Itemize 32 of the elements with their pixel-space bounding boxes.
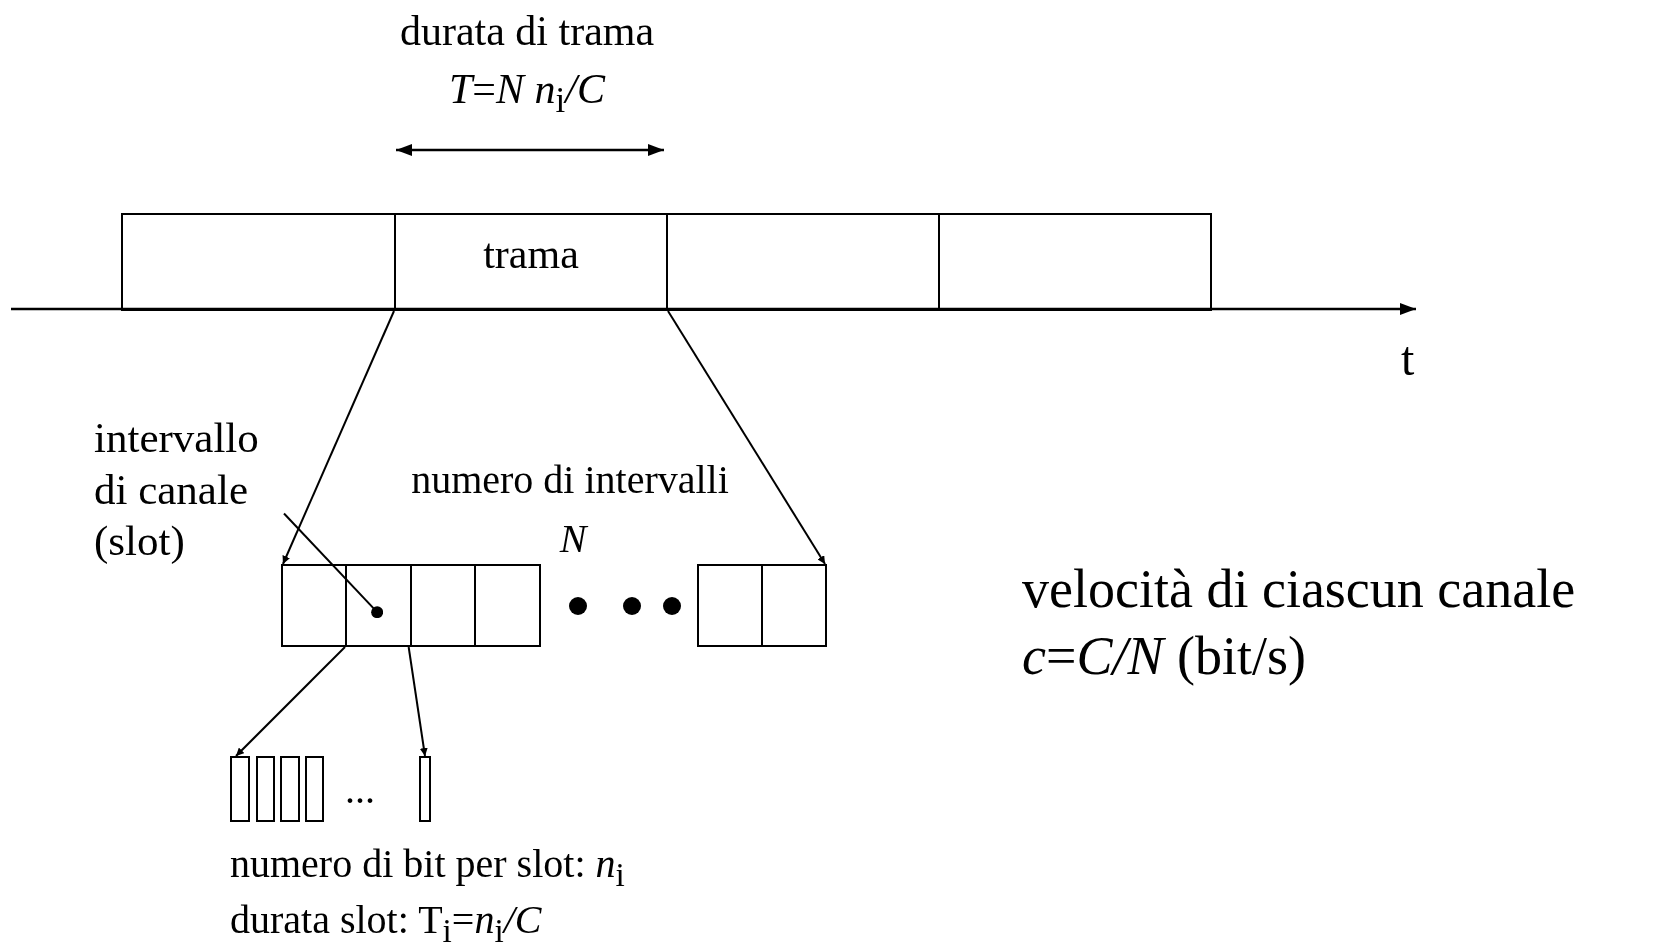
frame-label: trama — [483, 230, 579, 278]
formula: c=C/N (bit/s) — [1022, 627, 1306, 687]
dimension-label: durata di trama — [399, 8, 655, 55]
slot-box — [474, 564, 541, 647]
formula: T=N n$_{i}$/C — [449, 66, 605, 121]
variable-label: N — [559, 517, 587, 561]
arrow — [667, 310, 826, 565]
arrow — [235, 646, 346, 757]
frame-box — [938, 213, 1212, 311]
slot-duration-label: durata slot: T$_{i}$=n$_{i}$/C — [230, 898, 542, 948]
slot-box — [281, 564, 347, 647]
frame-box — [121, 213, 396, 311]
arrow — [407, 646, 428, 757]
slot-label: intervallo di canale (slot) — [94, 412, 284, 567]
bits-per-slot-label: numero di bit per slot: n$_{i}$ — [230, 842, 625, 894]
axis-label: t — [1401, 333, 1415, 386]
frame-box — [666, 213, 940, 311]
leader-line — [283, 512, 384, 619]
bit-box — [280, 756, 300, 822]
slot-box — [410, 564, 476, 647]
bit-box — [305, 756, 324, 822]
frame-box — [394, 213, 668, 311]
channel-rate-label: velocità di ciascun canale — [1022, 560, 1576, 620]
bit-box — [419, 756, 431, 822]
bit-box — [230, 756, 250, 822]
arrow — [282, 310, 395, 565]
slot-box — [761, 564, 827, 647]
slot-box — [697, 564, 763, 647]
slot-box — [345, 564, 412, 647]
bit-box — [256, 756, 275, 822]
slot-count-label: numero di intervalli — [411, 458, 729, 502]
ellipsis-text: ... — [345, 768, 375, 812]
